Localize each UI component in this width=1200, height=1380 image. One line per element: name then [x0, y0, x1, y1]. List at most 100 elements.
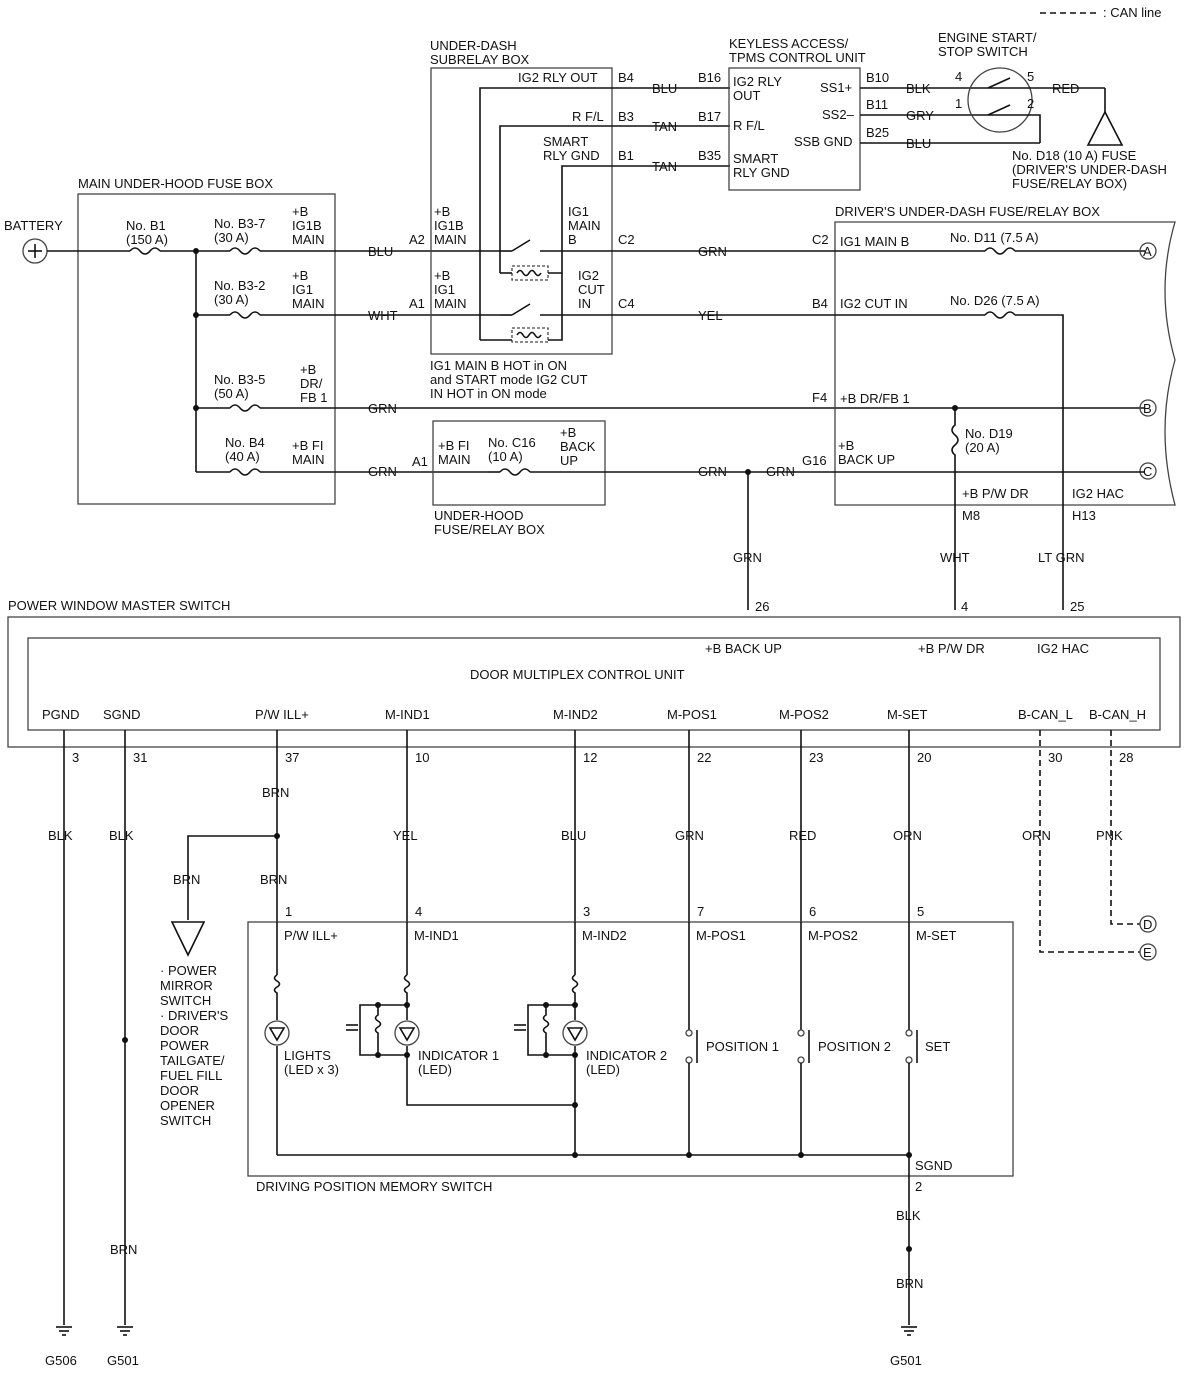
svg-text:GRN: GRN — [766, 464, 795, 479]
svg-text:IG1: IG1 — [568, 204, 589, 219]
svg-text:5: 5 — [1027, 69, 1034, 84]
svg-text:BLU: BLU — [368, 244, 393, 259]
fuse-b1-icon — [129, 247, 161, 255]
svg-text:and START mode IG2 CUT: and START mode IG2 CUT — [430, 372, 588, 387]
svg-text:B4: B4 — [618, 70, 634, 85]
svg-text:M8: M8 — [962, 508, 980, 523]
pw-terminal-label: M-POS1 — [667, 707, 717, 722]
svg-text:POSITION 2: POSITION 2 — [818, 1039, 891, 1054]
can-line-legend: : CAN line — [1103, 5, 1162, 20]
svg-text:POSITION 1: POSITION 1 — [706, 1039, 779, 1054]
pw-terminal-label: B-CAN_H — [1089, 707, 1146, 722]
svg-text:OUT: OUT — [733, 88, 761, 103]
svg-text:+B FI: +B FI — [438, 438, 469, 453]
svg-text:BRN: BRN — [896, 1276, 923, 1291]
mirror-note-line: FUEL FILL — [160, 1068, 222, 1083]
svg-text:IG1B: IG1B — [292, 218, 322, 233]
can-l-line — [1039, 730, 1140, 953]
memory-pin-number: 7 — [697, 904, 704, 919]
svg-text:4: 4 — [961, 599, 968, 614]
memory-pin-number: 5 — [917, 904, 924, 919]
indicator-2-led-icon — [514, 974, 588, 1155]
position-1-switch-icon — [685, 975, 698, 1155]
svg-text:B11: B11 — [866, 97, 888, 112]
svg-text:SS2–: SS2– — [822, 107, 855, 122]
svg-text:MAIN: MAIN — [292, 296, 325, 311]
fuse-b32-icon — [229, 311, 261, 319]
mirror-note-line: · POWER — [160, 963, 217, 978]
wire-color-label: RED — [789, 828, 816, 843]
svg-text:ENGINE START/: ENGINE START/ — [938, 30, 1037, 45]
svg-text:BLK: BLK — [906, 81, 931, 96]
svg-text:A1: A1 — [412, 454, 428, 469]
svg-text:B10: B10 — [866, 70, 889, 85]
svg-text:CUT: CUT — [578, 282, 605, 297]
svg-text:LT GRN: LT GRN — [1038, 550, 1084, 565]
svg-text:C2: C2 — [618, 232, 635, 247]
svg-text:No. D26 (7.5 A): No. D26 (7.5 A) — [950, 293, 1040, 308]
svg-text:E: E — [1143, 945, 1152, 960]
svg-text:+B FI: +B FI — [292, 438, 323, 453]
svg-text:INDICATOR 2: INDICATOR 2 — [586, 1048, 667, 1063]
svg-text:POWER WINDOW MASTER SWITCH: POWER WINDOW MASTER SWITCH — [8, 598, 230, 613]
fuse-d26-icon — [984, 311, 1016, 319]
svg-text:B35: B35 — [698, 148, 721, 163]
main-fuse-box — [77, 193, 336, 505]
svg-text:F4: F4 — [812, 390, 827, 405]
svg-text:B25: B25 — [866, 125, 889, 140]
svg-text:RLY GND: RLY GND — [543, 148, 600, 163]
svg-text:RLY GND: RLY GND — [733, 165, 790, 180]
svg-text:GRN: GRN — [368, 401, 397, 416]
svg-text:BRN: BRN — [110, 1242, 137, 1257]
svg-text:(DRIVER'S UNDER-DASH: (DRIVER'S UNDER-DASH — [1012, 162, 1167, 177]
svg-text:(LED): (LED) — [418, 1062, 452, 1077]
svg-text:1: 1 — [955, 96, 962, 111]
svg-text:(30 A): (30 A) — [214, 230, 249, 245]
svg-text:+B: +B — [434, 204, 450, 219]
driver-fuse-box — [834, 221, 1176, 506]
svg-text:(30 A): (30 A) — [214, 292, 249, 307]
lights-led-icon — [264, 974, 290, 1155]
svg-text:MAIN: MAIN — [438, 452, 471, 467]
svg-text:+B: +B — [560, 425, 576, 440]
svg-text:IG1 MAIN B: IG1 MAIN B — [840, 234, 909, 249]
svg-text:FB 1: FB 1 — [300, 390, 327, 405]
svg-text:(50 A): (50 A) — [214, 386, 249, 401]
fuse-b37-icon — [229, 247, 261, 255]
relay-ig1-main-b-icon — [500, 239, 700, 281]
mirror-note-line: SWITCH — [160, 993, 211, 1008]
svg-text:BRN: BRN — [173, 872, 200, 887]
svg-text:MAIN: MAIN — [292, 232, 325, 247]
svg-text:(20 A): (20 A) — [965, 440, 1000, 455]
svg-text:BLK: BLK — [109, 828, 134, 843]
svg-text:2: 2 — [1027, 96, 1034, 111]
svg-text:B4: B4 — [812, 296, 828, 311]
svg-text:RED: RED — [1052, 81, 1079, 96]
svg-text:IG1 MAIN B HOT in ON: IG1 MAIN B HOT in ON — [430, 358, 567, 373]
memory-terminal-label: P/W ILL+ — [284, 928, 338, 943]
pw-pin-number: 23 — [809, 750, 823, 765]
svg-text:BRN: BRN — [260, 872, 287, 887]
svg-text:GRN: GRN — [368, 464, 397, 479]
pw-pin-number: 37 — [285, 750, 299, 765]
svg-text:BACK: BACK — [560, 439, 596, 454]
pw-terminal-label: SGND — [103, 707, 141, 722]
wire-color-label: BRN — [262, 785, 289, 800]
svg-text:PNK: PNK — [1096, 828, 1123, 843]
svg-text:+B: +B — [292, 268, 308, 283]
fuse-b35-icon — [229, 404, 261, 412]
svg-text:IG1B: IG1B — [434, 218, 464, 233]
svg-text:IG2 RLY OUT: IG2 RLY OUT — [518, 70, 598, 85]
pw-terminal-label: M-SET — [887, 707, 928, 722]
svg-text:IG2 HAC: IG2 HAC — [1072, 486, 1124, 501]
svg-text:BLU: BLU — [652, 81, 677, 96]
svg-text:B1: B1 — [618, 148, 634, 163]
svg-text:C2: C2 — [812, 232, 829, 247]
memory-switch — [247, 921, 1014, 1177]
svg-text:SUBRELAY BOX: SUBRELAY BOX — [430, 52, 530, 67]
battery-label: BATTERY — [4, 218, 63, 233]
svg-text:IG2 CUT IN: IG2 CUT IN — [840, 296, 908, 311]
svg-text:BLK: BLK — [48, 828, 73, 843]
svg-text:B16: B16 — [698, 70, 721, 85]
svg-text:TPMS CONTROL UNIT: TPMS CONTROL UNIT — [729, 50, 866, 65]
